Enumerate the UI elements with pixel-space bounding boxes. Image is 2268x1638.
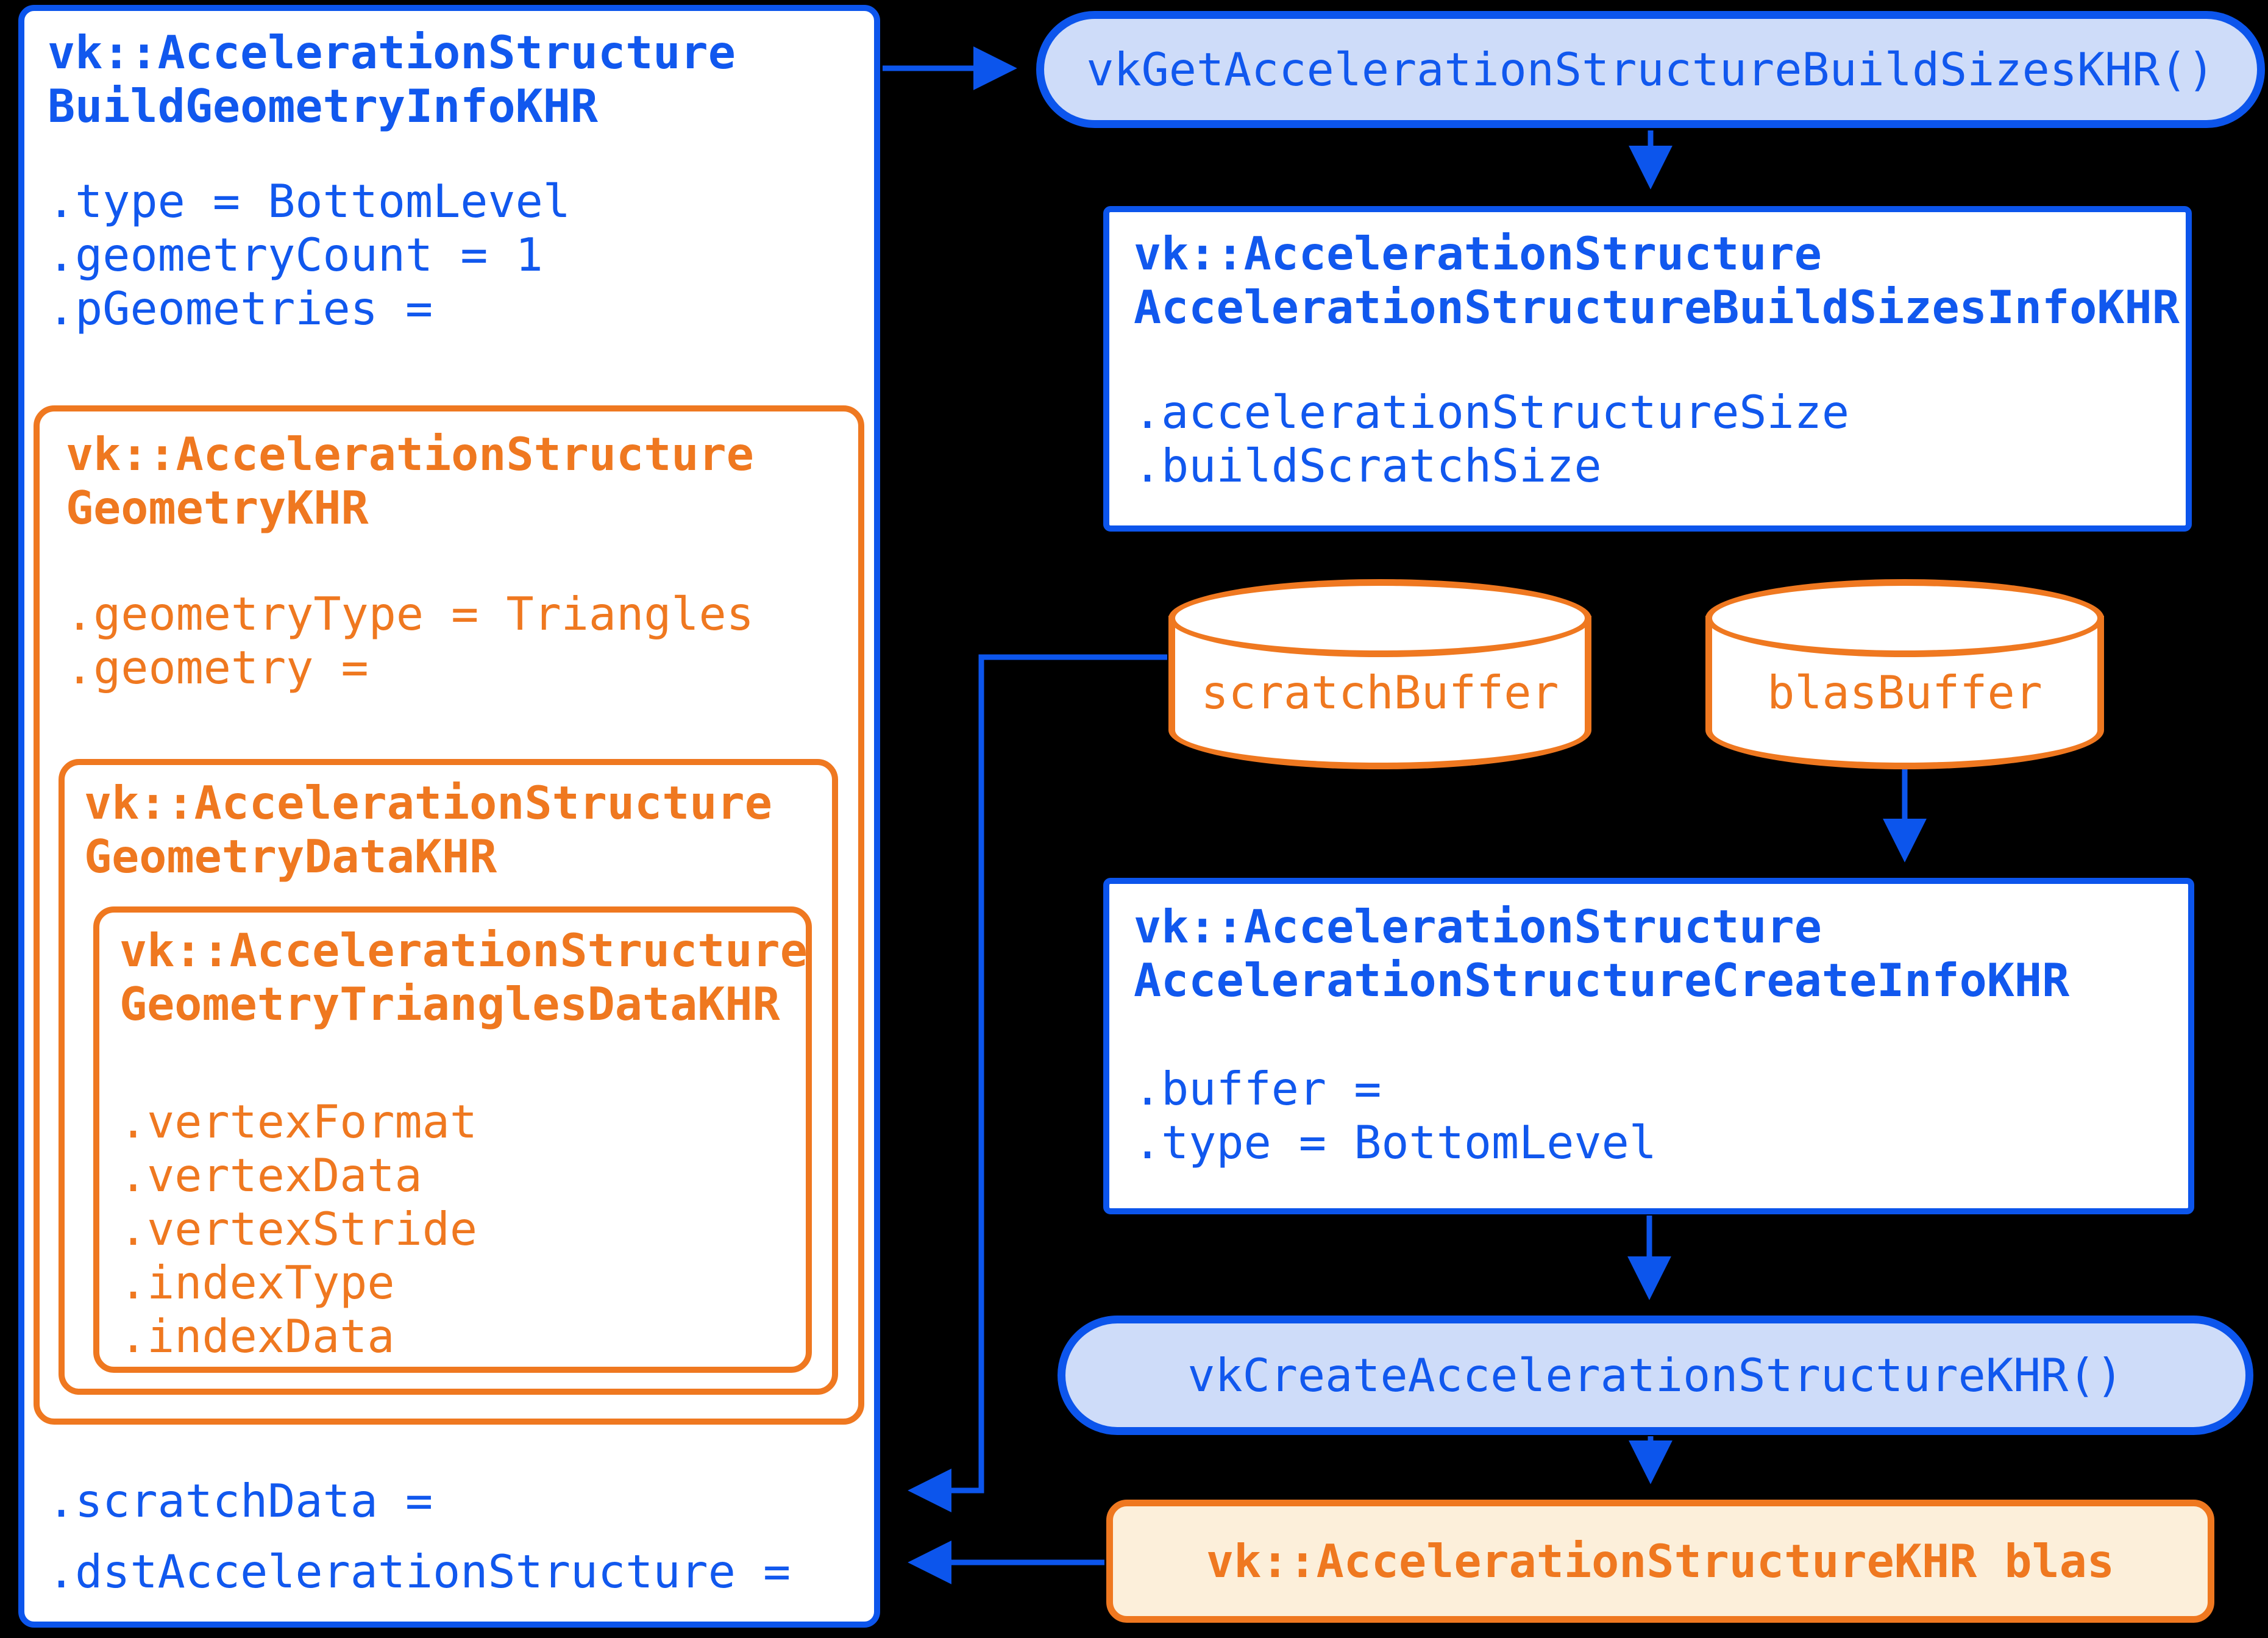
geometry-triangles-data-khr-title: vk::AccelerationStructure GeometryTriang… [119,924,808,1031]
create-pill: vkCreateAccelerationStructureKHR() [1058,1316,2253,1435]
build-sizes-info-box: vk::AccelerationStructure AccelerationSt… [1103,206,2192,532]
build-geometry-info-fields-top: .type = BottomLevel .geometryCount = 1 .… [48,174,571,335]
geometry-khr-box: vk::AccelerationStructure GeometryKHR .g… [34,405,864,1425]
geometry-triangles-data-khr-box: vk::AccelerationStructure GeometryTriang… [93,906,812,1373]
build-geometry-info-fields-bottom: .scratchData = .dstAccelerationStructure… [48,1474,791,1598]
scratch-buffer-cylinder-top [1168,579,1591,657]
blas-buffer-label: blasBuffer [1767,666,2042,719]
scratch-buffer-label: scratchBuffer [1201,666,1559,719]
create-info-title: vk::AccelerationStructure AccelerationSt… [1134,900,2070,1007]
geometry-khr-title: vk::AccelerationStructure GeometryKHR [66,427,754,535]
create-pill-label: vkCreateAccelerationStructureKHR() [1187,1348,2124,1402]
geometry-triangles-data-khr-fields: .vertexFormat .vertexData .vertexStride … [119,1095,477,1363]
geometry-data-khr-box: vk::AccelerationStructure GeometryDataKH… [59,759,838,1395]
blas-buffer-cylinder: blasBuffer [1705,579,2104,769]
build-geometry-info-box: vk::AccelerationStructure BuildGeometryI… [18,5,880,1628]
get-build-sizes-pill: vkGetAccelerationStructureBuildSizesKHR(… [1036,11,2265,128]
build-sizes-info-fields: .accelerationStructureSize .buildScratch… [1134,385,1849,493]
create-info-box: vk::AccelerationStructure AccelerationSt… [1103,878,2194,1214]
geometry-data-khr-title: vk::AccelerationStructure GeometryDataKH… [84,776,772,883]
scratch-buffer-cylinder: scratchBuffer [1168,579,1591,769]
blas-buffer-cylinder-top [1705,579,2104,657]
build-sizes-info-title: vk::AccelerationStructure AccelerationSt… [1134,227,2180,334]
blas-result-box: vk::AccelerationStructureKHR blas [1106,1500,2214,1623]
blas-result-label: vk::AccelerationStructureKHR blas [1206,1534,2115,1588]
build-geometry-info-title: vk::AccelerationStructure BuildGeometryI… [48,26,736,133]
get-build-sizes-pill-label: vkGetAccelerationStructureBuildSizesKHR(… [1086,43,2215,96]
geometry-khr-fields: .geometryType = Triangles .geometry = [66,587,754,694]
create-info-fields: .buffer = .type = BottomLevel [1134,1062,1657,1169]
